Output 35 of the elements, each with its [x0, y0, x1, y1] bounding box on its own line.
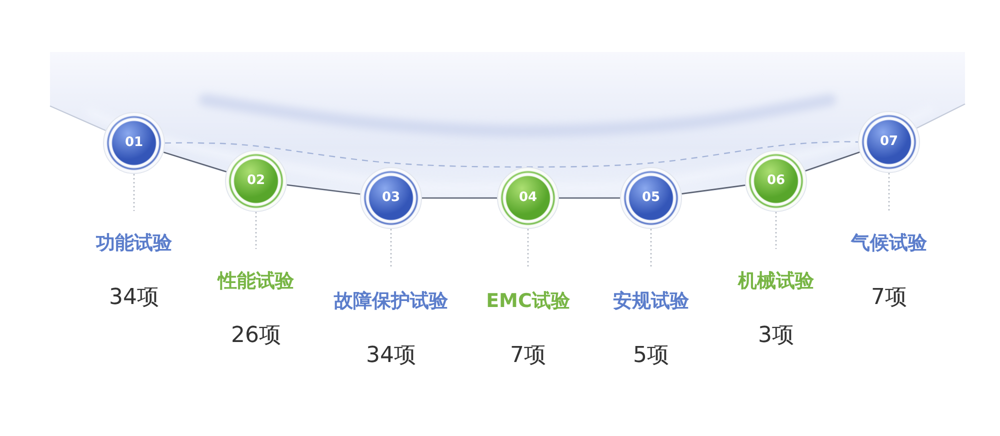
step-number: 07	[880, 134, 898, 150]
item-count: 26项	[231, 322, 281, 350]
category-label: 机械试验	[738, 269, 814, 293]
step-number: 06	[766, 173, 786, 189]
dashed-arc	[165, 141, 858, 168]
connector-line	[163, 152, 227, 172]
item-count: 3项	[758, 322, 794, 350]
category-label: EMC试验	[486, 289, 570, 313]
category-label: 故障保护试验	[334, 289, 448, 313]
step-number: 02	[246, 173, 266, 189]
connector-line	[422, 197, 497, 199]
connector-line	[286, 184, 360, 195]
leader-line	[255, 212, 257, 249]
category-label: 安规试验	[613, 289, 689, 313]
category-label: 气候试验	[851, 231, 927, 255]
category-label: 功能试验	[96, 231, 172, 255]
connector-line	[805, 151, 860, 172]
leader-line	[390, 229, 392, 269]
connector-line	[682, 184, 746, 194]
connector-line	[559, 197, 620, 199]
step-number: 04	[518, 190, 538, 206]
leader-line	[133, 174, 135, 211]
item-count: 7项	[871, 284, 907, 312]
item-count: 34项	[366, 342, 416, 370]
step-number: 05	[642, 190, 660, 206]
leader-line	[650, 229, 652, 269]
item-count: 34项	[109, 284, 159, 312]
category-label: 性能试验	[218, 269, 294, 293]
leader-line	[527, 229, 529, 269]
item-count: 7项	[510, 342, 546, 370]
step-number: 01	[124, 135, 144, 151]
leader-line	[888, 173, 890, 211]
leader-line	[775, 212, 777, 249]
step-number: 03	[382, 190, 400, 206]
item-count: 5项	[633, 342, 669, 370]
